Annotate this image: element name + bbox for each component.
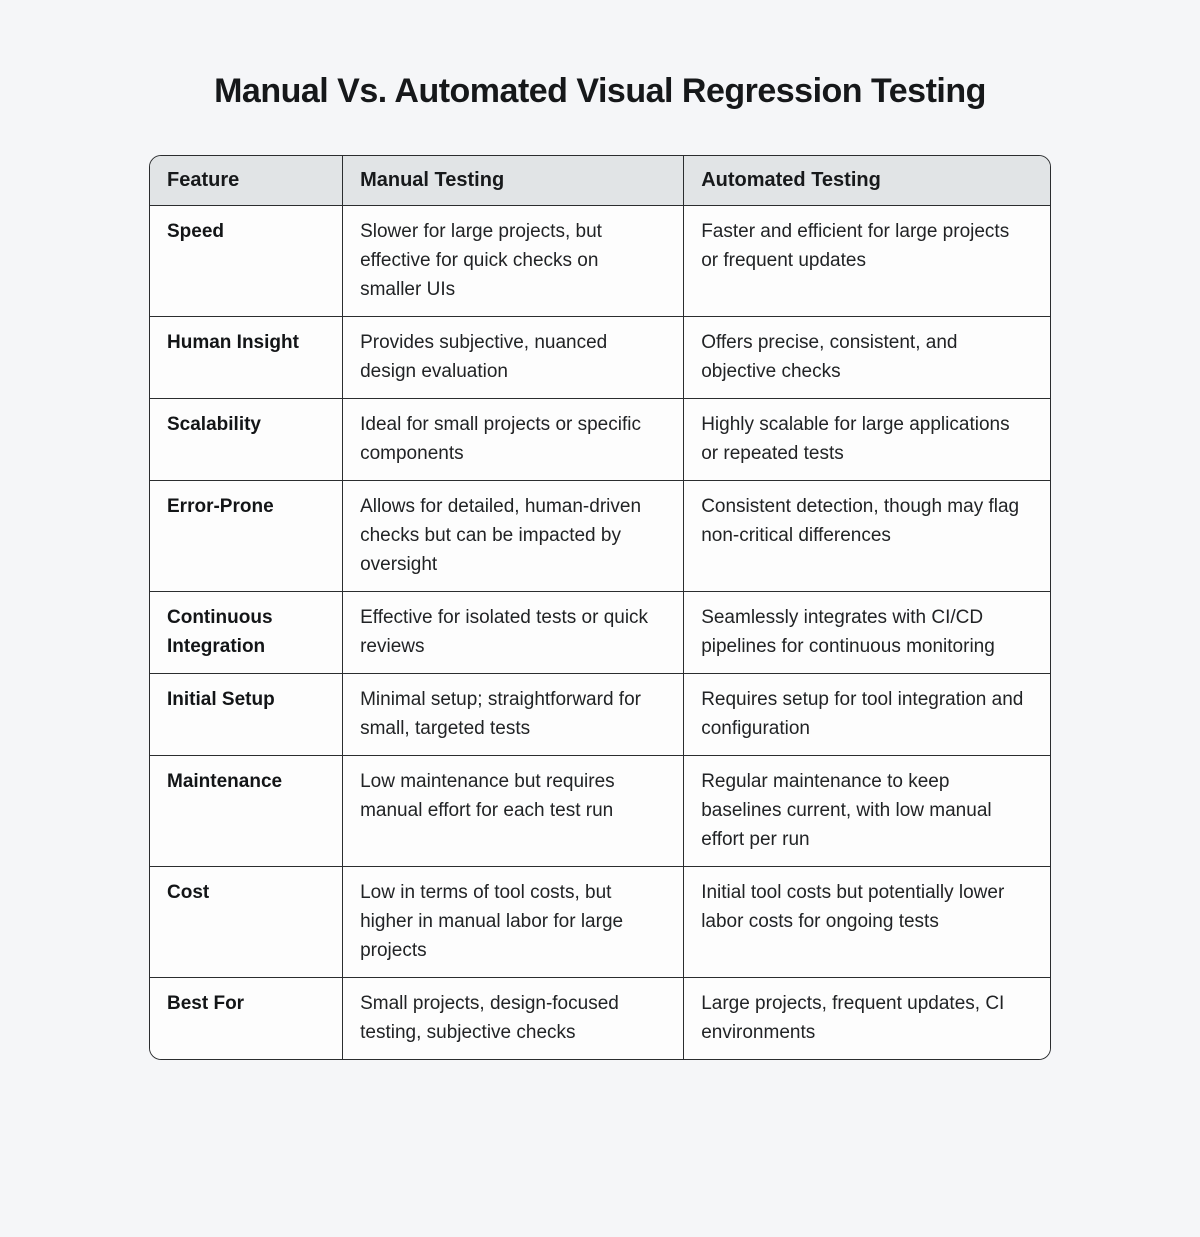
table-body: Speed Slower for large projects, but eff… [150,205,1050,1059]
automated-cell: Initial tool costs but potentially lower… [683,866,1050,978]
manual-cell: Allows for detailed, human-driven checks… [342,480,685,592]
table-row-scalability: Scalability Ideal for small projects or … [150,398,1050,481]
feature-cell: Speed [150,205,344,317]
automated-cell: Large projects, frequent updates, CI env… [683,977,1050,1059]
column-header-manual-testing: Manual Testing [342,156,685,206]
comparison-table-grid: Feature Manual Testing Automated Testing… [150,156,1050,1059]
table-row-error-prone: Error-Prone Allows for detailed, human-d… [150,480,1050,592]
manual-cell: Small projects, design-focused testing, … [342,977,685,1059]
table-row-continuous-integration: Continuous Integration Effective for iso… [150,591,1050,674]
automated-cell: Offers precise, consistent, and objectiv… [683,316,1050,399]
manual-cell: Provides subjective, nuanced design eval… [342,316,685,399]
manual-cell: Minimal setup; straightforward for small… [342,673,685,756]
table-head: Feature Manual Testing Automated Testing [150,156,1050,206]
feature-cell: Maintenance [150,755,344,867]
automated-cell: Seamlessly integrates with CI/CD pipelin… [683,591,1050,674]
automated-cell: Faster and efficient for large projects … [683,205,1050,317]
feature-cell: Best For [150,977,344,1059]
table-row-best-for: Best For Small projects, design-focused … [150,977,1050,1059]
column-header-feature: Feature [150,156,344,206]
table-header-row: Feature Manual Testing Automated Testing [150,156,1050,206]
automated-cell: Requires setup for tool integration and … [683,673,1050,756]
manual-cell: Low maintenance but requires manual effo… [342,755,685,867]
manual-cell: Low in terms of tool costs, but higher i… [342,866,685,978]
automated-cell: Regular maintenance to keep baselines cu… [683,755,1050,867]
page-title: Manual Vs. Automated Visual Regression T… [214,72,986,110]
manual-cell: Ideal for small projects or specific com… [342,398,685,481]
table-row-cost: Cost Low in terms of tool costs, but hig… [150,866,1050,978]
feature-cell: Initial Setup [150,673,344,756]
feature-cell: Continuous Integration [150,591,344,674]
feature-cell: Error-Prone [150,480,344,592]
feature-cell: Cost [150,866,344,978]
feature-cell: Scalability [150,398,344,481]
table-row-human-insight: Human Insight Provides subjective, nuanc… [150,316,1050,399]
comparison-table: Feature Manual Testing Automated Testing… [149,155,1051,1060]
feature-cell: Human Insight [150,316,344,399]
table-row-speed: Speed Slower for large projects, but eff… [150,205,1050,317]
table-row-initial-setup: Initial Setup Minimal setup; straightfor… [150,673,1050,756]
column-header-automated-testing: Automated Testing [683,156,1050,206]
manual-cell: Effective for isolated tests or quick re… [342,591,685,674]
table-row-maintenance: Maintenance Low maintenance but requires… [150,755,1050,867]
manual-cell: Slower for large projects, but effective… [342,205,685,317]
automated-cell: Highly scalable for large applications o… [683,398,1050,481]
automated-cell: Consistent detection, though may flag no… [683,480,1050,592]
